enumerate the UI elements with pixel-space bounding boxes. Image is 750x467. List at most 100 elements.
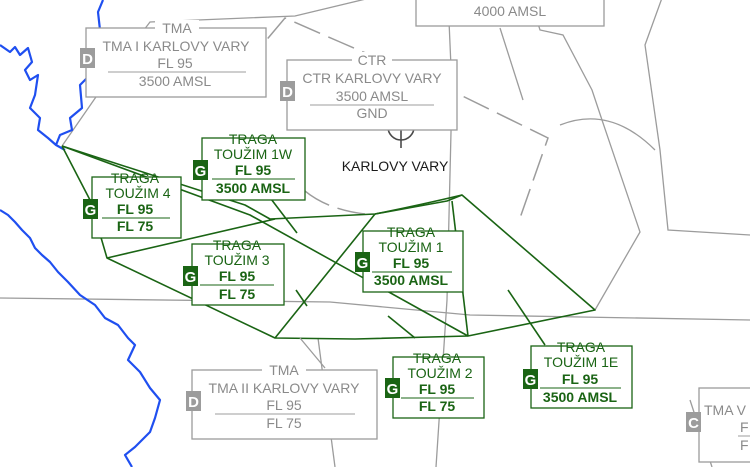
tra-1w-frame [201, 137, 306, 201]
tra-4-line1: TRAGA [111, 170, 160, 186]
leader-2 [387, 315, 416, 339]
tra-2-label-box[interactable]: TRAGA TOUŽIM 2 FL 95 FL 75 G [385, 350, 485, 419]
tma2-name: TMA II KARLOVY VARY [209, 380, 361, 396]
tra-3-lower-limit: FL 75 [219, 286, 256, 302]
ctr-frame [286, 59, 458, 131]
tma1-label-box[interactable]: TMA TMA I KARLOVY VARY FL 95 3500 AMSL D [80, 20, 267, 98]
top-airspace-box[interactable]: 4000 AMSL [415, 0, 605, 27]
tma-right-class: C [688, 415, 699, 432]
east-boundary [644, 0, 750, 236]
river-south [0, 209, 162, 467]
ctr-header: CTR [358, 52, 387, 68]
rivers [0, 0, 162, 467]
tra-4-lower-limit: FL 75 [117, 218, 154, 234]
tma-right-lower-limit: F [740, 437, 749, 453]
tra-2-line1: TRAGA [413, 350, 462, 366]
tra-1-label-box[interactable]: TRAGA TOUŽIM 1 FL 95 3500 AMSL G [355, 224, 464, 293]
tra-3-label-box[interactable]: TRAGA TOUŽIM 3 FL 95 FL 75 G [183, 237, 285, 306]
leader-1w [267, 194, 298, 234]
tma1-class: D [82, 51, 93, 68]
tma1-header-mask [155, 20, 199, 34]
ctr-name: CTR KARLOVY VARY [302, 70, 442, 86]
tra-3-class-badge [183, 266, 198, 286]
tra-1w-class: G [195, 163, 207, 180]
tra-1e-line1: TRAGA [557, 339, 606, 355]
parallel-line [0, 297, 750, 321]
tra-1e-class: G [525, 372, 537, 389]
tra-1w-class-badge [193, 160, 208, 180]
tma2-header: TMA [269, 362, 299, 378]
tra-3-class: G [185, 269, 197, 286]
tra-4-line2: TOUŽIM 4 [105, 185, 170, 201]
tra-3-upper-limit: FL 95 [219, 268, 256, 284]
tma1-frame [85, 27, 267, 98]
tra-1-line2: TOUŽIM 1 [378, 239, 443, 255]
tra-1w-label-box[interactable]: TRAGA TOUŽIM 1W FL 95 3500 AMSL G [193, 131, 306, 201]
leader-tma2 [299, 337, 326, 369]
tma1-header: TMA [162, 20, 192, 36]
tra-1e-frame [530, 345, 633, 409]
tma2-frame [191, 369, 378, 440]
ctr-arc-green [374, 194, 463, 215]
tra-1e-class-badge [523, 369, 538, 389]
top-leader [499, 27, 524, 101]
tma1-lower-limit: 3500 AMSL [139, 73, 212, 89]
tma2-class: D [188, 394, 199, 411]
tra-1w-line1: TRAGA [229, 131, 278, 147]
tra-1e-label-box[interactable]: TRAGA TOUŽIM 1E FL 95 3500 AMSL G [523, 339, 633, 409]
tra-1-upper-limit: FL 95 [393, 255, 430, 271]
tra-1-class-badge [355, 252, 370, 272]
ctr-label-box[interactable]: CTR CTR KARLOVY VARY 3500 AMSL GND D [280, 52, 458, 131]
tra-3-line1: TRAGA [213, 237, 262, 253]
leader-1e [507, 289, 546, 346]
tra-1e-line2: TOUŽIM 1E [544, 354, 618, 370]
tma2-class-badge [186, 391, 201, 411]
tma1-upper-limit: FL 95 [157, 55, 192, 71]
tra-1-class: G [357, 255, 369, 272]
ctr-lower-limit: GND [356, 105, 387, 121]
tma1-name: TMA I KARLOVY VARY [102, 38, 250, 54]
tra-divider-3-1 [274, 213, 376, 339]
tma-right-upper-limit: F [740, 419, 749, 435]
tma2-upper-limit: FL 95 [266, 397, 301, 413]
tra-1w-line2: TOUŽIM 1W [214, 146, 293, 162]
tra-4-upper-limit: FL 95 [117, 201, 154, 217]
top-box-frame [415, 0, 605, 27]
leader-3 [295, 289, 308, 307]
tra-divider-4-3 [106, 218, 276, 259]
arc-line [559, 118, 656, 151]
tra-1e-lower-limit: 3500 AMSL [543, 389, 618, 405]
tra-4-label-box[interactable]: TRAGA TOUŽIM 4 FL 95 FL 75 G [83, 170, 182, 239]
tma-right-label-box[interactable]: TMA V F F C [686, 387, 750, 463]
tma1-class-badge [80, 48, 95, 68]
tma2-lower-limit: FL 75 [266, 415, 301, 431]
tra-1-lower-limit: 3500 AMSL [374, 272, 449, 288]
ctr-header-mask [352, 52, 392, 66]
tra-4-frame [91, 176, 182, 239]
tma2-label-box[interactable]: TMA TMA II KARLOVY VARY FL 95 FL 75 D [186, 362, 378, 440]
river-north [0, 0, 105, 151]
tra-2-line2: TOUŽIM 2 [407, 365, 472, 381]
ctr-class: D [282, 84, 293, 101]
ctr-upper-limit: 3500 AMSL [336, 88, 409, 104]
tra-4-class-badge [83, 199, 98, 219]
aerodrome-name: KARLOVY VARY [342, 158, 449, 174]
tra-1w-upper-limit: FL 95 [235, 162, 272, 178]
tma-right-frame [698, 387, 750, 463]
tra-2-frame [392, 356, 485, 419]
top-box-altitude: 4000 AMSL [474, 3, 547, 19]
tra-2-class-badge [385, 378, 400, 398]
tra-3-frame [191, 243, 285, 306]
tra-1e-upper-limit: FL 95 [562, 371, 599, 387]
tra-2-class: G [387, 381, 399, 398]
tma-right-class-badge [686, 412, 701, 432]
tra-4-class: G [85, 202, 97, 219]
tra-2-lower-limit: FL 75 [419, 398, 456, 414]
tra-1-frame [362, 230, 464, 293]
tra-1w-lower-limit: 3500 AMSL [216, 180, 291, 196]
tra-2-upper-limit: FL 95 [419, 381, 456, 397]
tra-1-line1: TRAGA [387, 224, 436, 240]
tma-right-name: TMA V [704, 402, 747, 418]
tra-3-line2: TOUŽIM 3 [204, 252, 269, 268]
